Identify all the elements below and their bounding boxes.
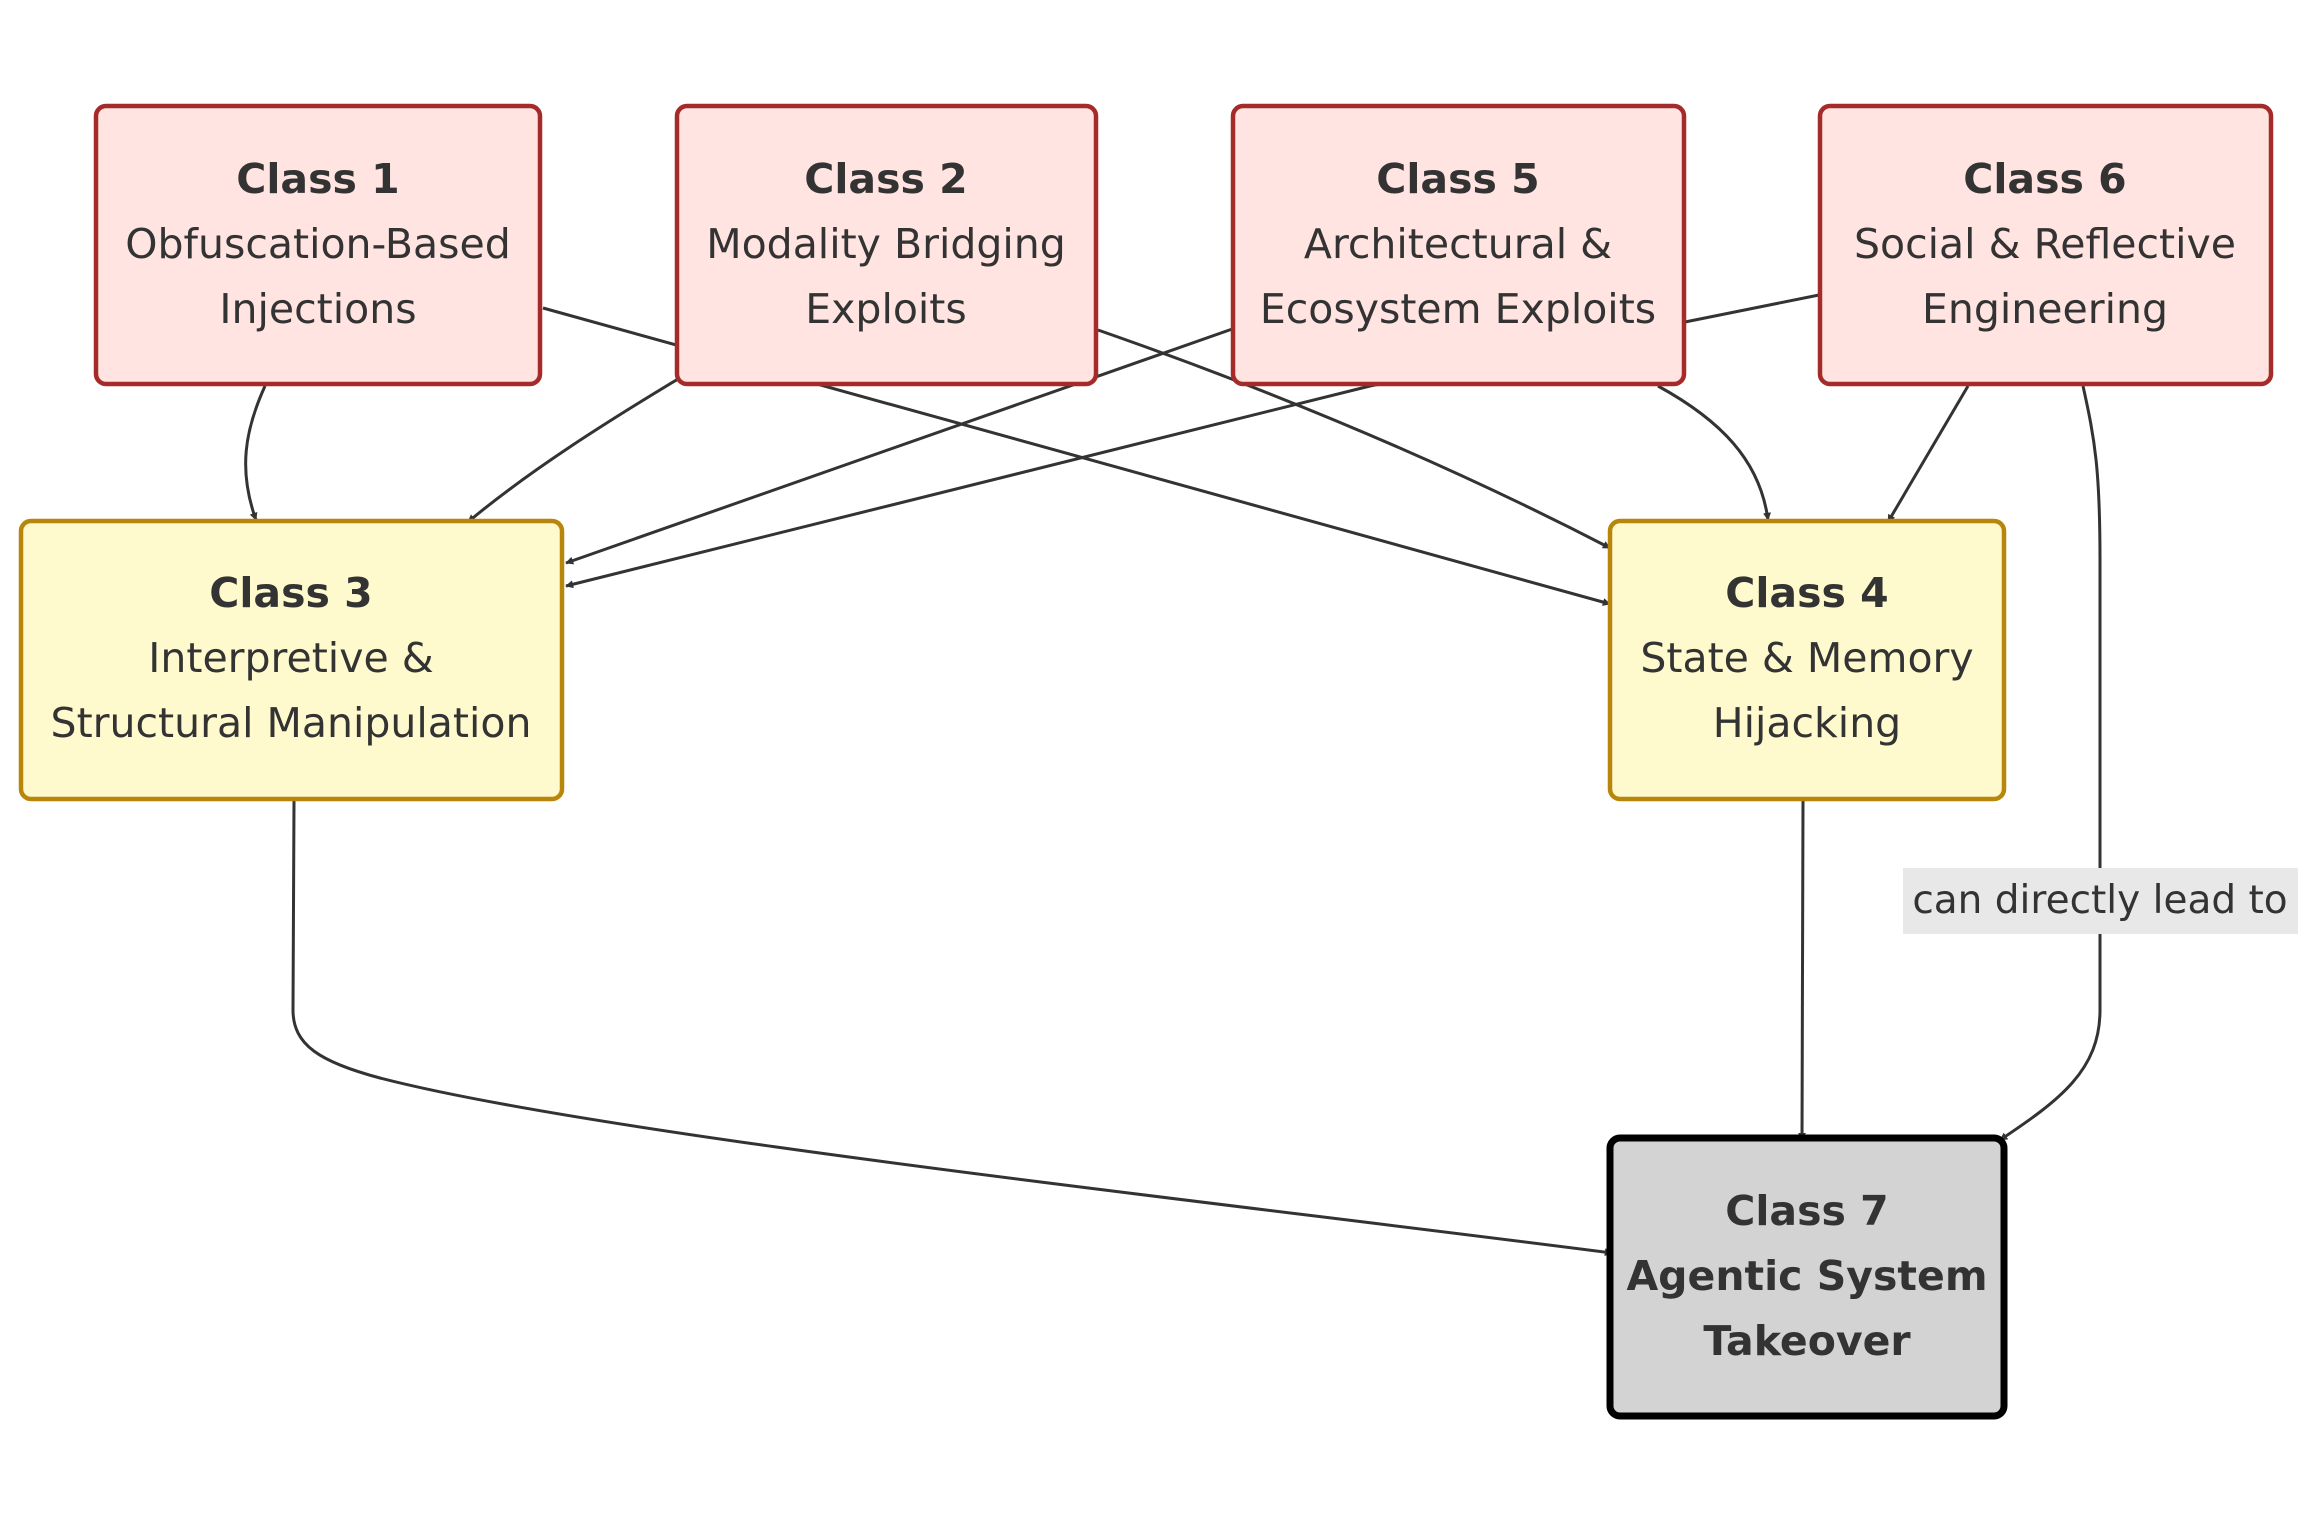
node-class-4[interactable]: Class 4 State & Memory Hijacking [1607, 518, 2007, 802]
node-class-4-line-1: State & Memory [1640, 634, 1973, 682]
node-class-2-line-1: Modality Bridging [706, 220, 1066, 268]
edge-class6-to-class4 [1886, 385, 1970, 523]
node-class-5-title: Class 5 [1376, 155, 1539, 203]
node-class-6-line-1: Social & Reflective [1854, 220, 2236, 268]
node-class-3-title: Class 3 [209, 569, 372, 617]
node-class-5[interactable]: Class 5 Architectural & Ecosystem Exploi… [1230, 103, 1687, 387]
nodes-layer: Class 1 Obfuscation-Based Injections Cla… [18, 103, 2274, 1420]
node-class-6-title: Class 6 [1963, 155, 2126, 203]
node-class-6[interactable]: Class 6 Social & Reflective Engineering [1817, 103, 2274, 387]
node-class-3-line-2: Structural Manipulation [51, 699, 532, 747]
node-class-7[interactable]: Class 7 Agentic System Takeover [1606, 1134, 2008, 1420]
node-class-2[interactable]: Class 2 Modality Bridging Exploits [674, 103, 1099, 387]
edge-class4-to-class7 [1798, 800, 1807, 1141]
node-class-7-line-2: Takeover [1703, 1317, 1911, 1365]
node-class-7-title: Class 7 [1725, 1187, 1888, 1235]
node-class-2-title: Class 2 [804, 155, 967, 203]
edge-label: can directly lead to [1903, 868, 2298, 934]
node-class-3[interactable]: Class 3 Interpretive & Structural Manipu… [18, 518, 565, 802]
node-class-1-line-1: Obfuscation-Based [125, 220, 510, 268]
node-class-1[interactable]: Class 1 Obfuscation-Based Injections [93, 103, 543, 387]
edge-class2-to-class4 [1097, 328, 1611, 550]
node-class-4-line-2: Hijacking [1713, 699, 1901, 747]
node-class-5-line-2: Ecosystem Exploits [1260, 285, 1656, 333]
node-class-7-line-1: Agentic System [1626, 1252, 1987, 1300]
node-class-1-title: Class 1 [236, 155, 399, 203]
edge-label-text: can directly lead to [1912, 878, 2287, 923]
node-class-1-line-2: Injections [219, 285, 416, 333]
edge-class5-to-class4 [1657, 384, 1772, 521]
node-class-4-title: Class 4 [1725, 569, 1888, 617]
edge-class1-to-class3 [244, 385, 267, 521]
node-class-5-line-1: Architectural & [1304, 220, 1612, 268]
node-class-3-line-1: Interpretive & [148, 634, 433, 682]
node-class-6-line-2: Engineering [1922, 285, 2168, 333]
edge-class3-to-class7 [291, 800, 1613, 1257]
edge-class2-to-class3 [467, 377, 679, 524]
node-class-2-line-2: Exploits [805, 285, 967, 333]
edge-class6-to-class7 [1999, 385, 2102, 1142]
edges-layer: can directly lead to [244, 293, 2298, 1257]
edge-class5-to-class3 [565, 325, 1239, 565]
